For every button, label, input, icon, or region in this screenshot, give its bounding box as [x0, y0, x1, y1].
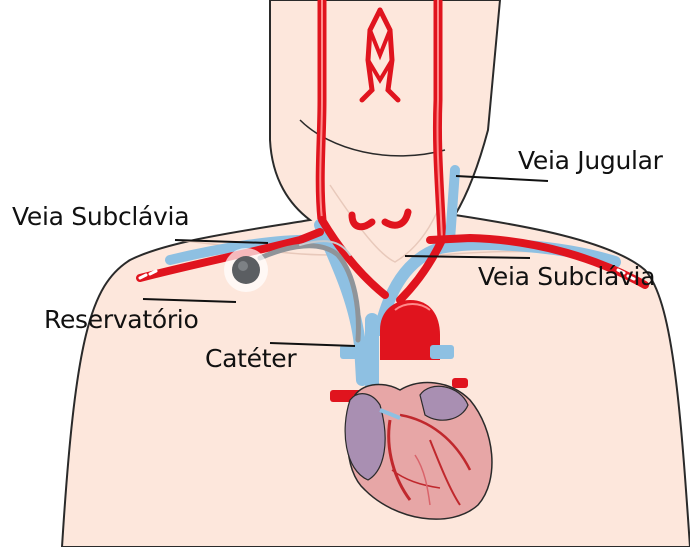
- label-veia-subclavia-right: Veia Subclávia: [478, 264, 655, 289]
- label-reservatorio: Reservatório: [44, 307, 198, 332]
- label-cateter: Catéter: [205, 346, 296, 371]
- label-veia-subclavia-left: Veia Subclávia: [12, 204, 189, 229]
- label-veia-jugular: Veia Jugular: [518, 148, 663, 173]
- port-reservoir-icon: [224, 248, 268, 292]
